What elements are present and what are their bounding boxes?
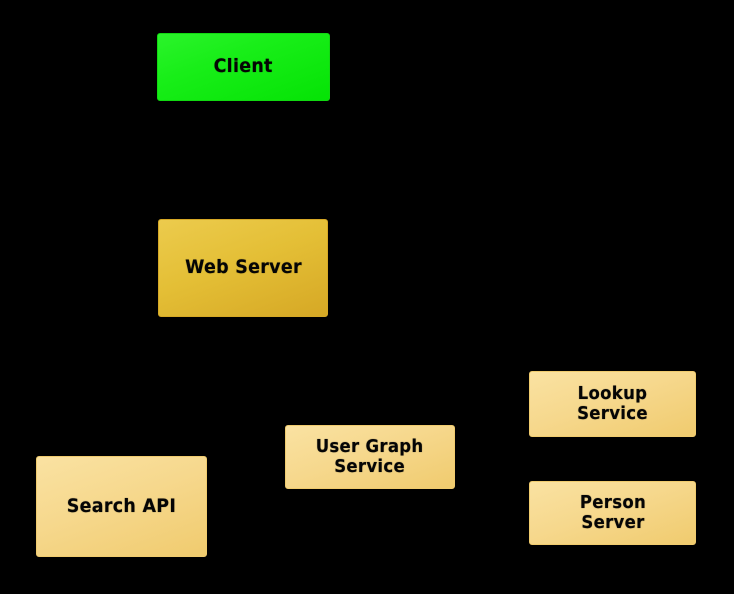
node-web-server-label: Web Server — [184, 256, 302, 279]
node-web-server[interactable]: Web Server — [158, 219, 328, 317]
node-lookup-service-label: Lookup Service — [577, 382, 648, 424]
node-user-graph-service[interactable]: User Graph Service — [285, 425, 455, 489]
node-client[interactable]: Client — [157, 33, 330, 101]
node-user-graph-service-label: User Graph Service — [316, 435, 424, 477]
node-person-server[interactable]: Person Server — [529, 481, 696, 545]
node-lookup-service[interactable]: Lookup Service — [529, 371, 696, 437]
node-person-server-label: Person Server — [579, 491, 646, 533]
node-client-label: Client — [213, 55, 274, 78]
node-search-api[interactable]: Search API — [36, 456, 207, 557]
node-search-api-label: Search API — [66, 494, 177, 517]
